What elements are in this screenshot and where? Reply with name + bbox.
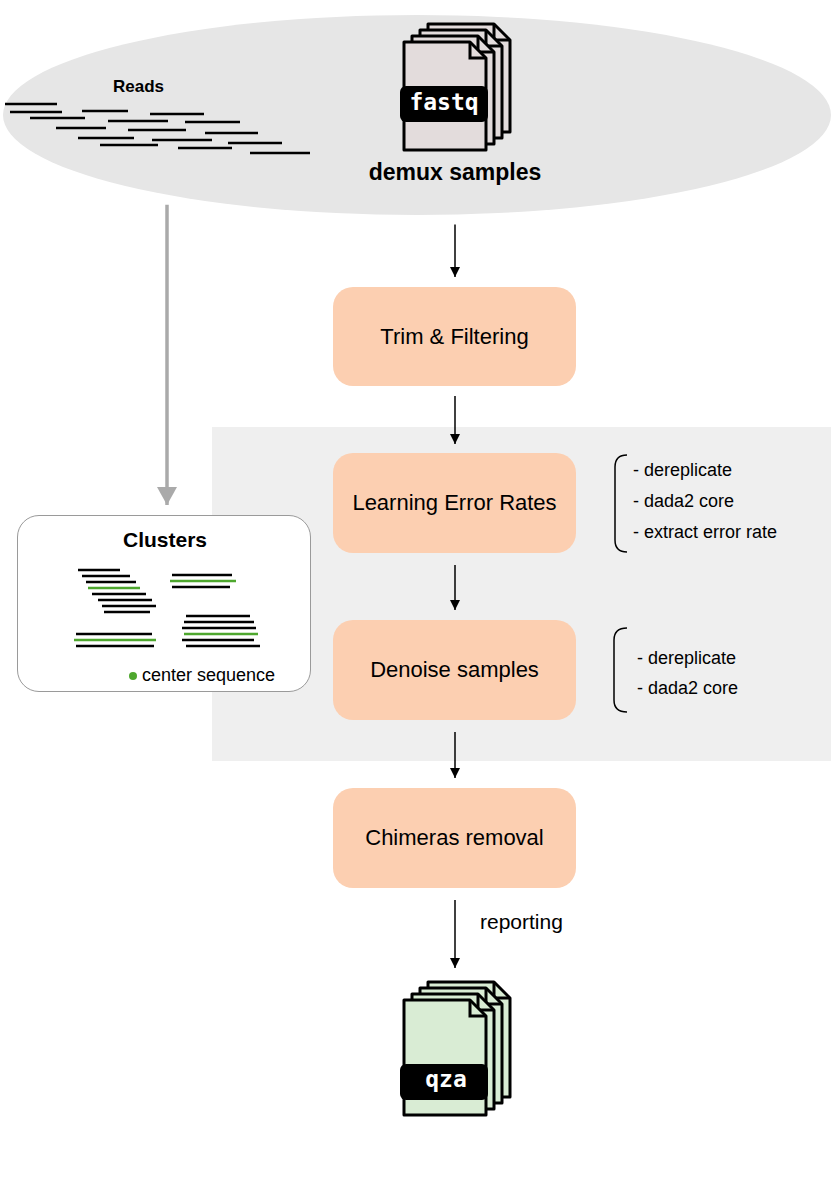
document-page [428, 24, 510, 132]
document-stack [398, 972, 513, 1130]
read-line [5, 103, 57, 106]
document-page [428, 982, 510, 1097]
cluster-read [172, 586, 230, 589]
file-type-band [400, 1064, 488, 1100]
node-label: demux samples [303, 158, 607, 186]
cluster-read [92, 593, 146, 596]
flow-arrow [454, 396, 456, 444]
read-line [30, 117, 85, 120]
cluster-read [78, 569, 120, 572]
read-line [205, 132, 258, 135]
cluster-read [98, 599, 152, 602]
cluster-read [186, 645, 260, 648]
input-ellipse: demux samples [3, 15, 831, 215]
cluster-read [102, 605, 156, 608]
page-fold [470, 42, 486, 58]
clusters-panel: Clusters [17, 515, 311, 692]
flow-arrow [454, 900, 456, 968]
process-band [212, 427, 831, 761]
clusters-illustration [74, 570, 260, 646]
page-fold [486, 988, 502, 1004]
read-line [152, 139, 212, 142]
document-page [420, 988, 502, 1103]
process-label: Denoise samples [370, 657, 539, 683]
cluster-read [182, 627, 256, 630]
cluster-read [182, 639, 254, 642]
document-page [412, 36, 494, 144]
step-note: - dada2 core [637, 678, 738, 699]
document-page [404, 1000, 486, 1115]
process-label: Chimeras removal [365, 825, 544, 851]
flow-arrow [454, 565, 456, 610]
fastq-file-icon [400, 24, 510, 150]
process-label: Trim & Filtering [380, 324, 528, 350]
cluster-read [170, 580, 236, 583]
file-type-label: fastq [400, 89, 488, 115]
cluster-read [88, 587, 140, 590]
page-fold [478, 36, 494, 52]
legend-entry: center sequence [129, 665, 275, 686]
ellipse-outline [3, 15, 831, 215]
file-type-band [400, 86, 488, 122]
process-box: Chimeras removal [333, 788, 576, 888]
step-note: - dereplicate [633, 460, 732, 481]
cluster-read [104, 611, 150, 614]
page-fold [494, 982, 510, 998]
legend-text: center sequence [142, 665, 275, 686]
document-page [420, 30, 502, 138]
edge-label: reporting [480, 910, 563, 934]
reads-illustration [5, 104, 310, 153]
page-fold [486, 30, 502, 46]
read-line [78, 137, 134, 140]
step-note: - extract error rate [633, 522, 777, 543]
output-file-icon: qza [398, 972, 513, 1130]
document-page [404, 42, 486, 150]
bracket [615, 455, 627, 552]
step-note: - dereplicate [637, 648, 736, 669]
page-fold [478, 994, 494, 1010]
read-line [128, 129, 186, 132]
legend-swatch [129, 672, 137, 680]
process-label: Learning Error Rates [352, 490, 556, 516]
node-label: qza [400, 1065, 492, 1093]
process-box: Learning Error Rates [333, 453, 576, 553]
read-line [185, 121, 240, 124]
read-line [250, 152, 310, 155]
cluster-read [76, 633, 152, 636]
read-line [228, 142, 282, 145]
bracket [614, 628, 627, 712]
cluster-read [76, 645, 154, 648]
node-label: Clusters [18, 526, 312, 554]
cluster-read [184, 633, 258, 636]
document-page [412, 994, 494, 1109]
cluster-read [186, 615, 250, 618]
process-box: Trim & Filtering [333, 287, 576, 386]
step-note: - dada2 core [633, 491, 734, 512]
page-fold [494, 24, 510, 40]
link-arrow [165, 205, 169, 505]
process-box: Denoise samples [333, 620, 576, 720]
cluster-read [86, 581, 136, 584]
read-line [100, 144, 158, 147]
flow-arrow [454, 732, 456, 778]
cluster-read [82, 575, 130, 578]
cluster-read [184, 621, 254, 624]
flow-arrow [454, 225, 456, 277]
read-line [82, 110, 128, 113]
read-line [56, 127, 106, 130]
read-line [178, 147, 232, 150]
read-line [10, 111, 62, 114]
page-fold [470, 1000, 486, 1016]
read-line [108, 120, 168, 123]
read-line [150, 113, 204, 116]
illustration-title: Reads [113, 77, 164, 97]
cluster-read [172, 574, 232, 577]
cluster-read [74, 639, 156, 642]
